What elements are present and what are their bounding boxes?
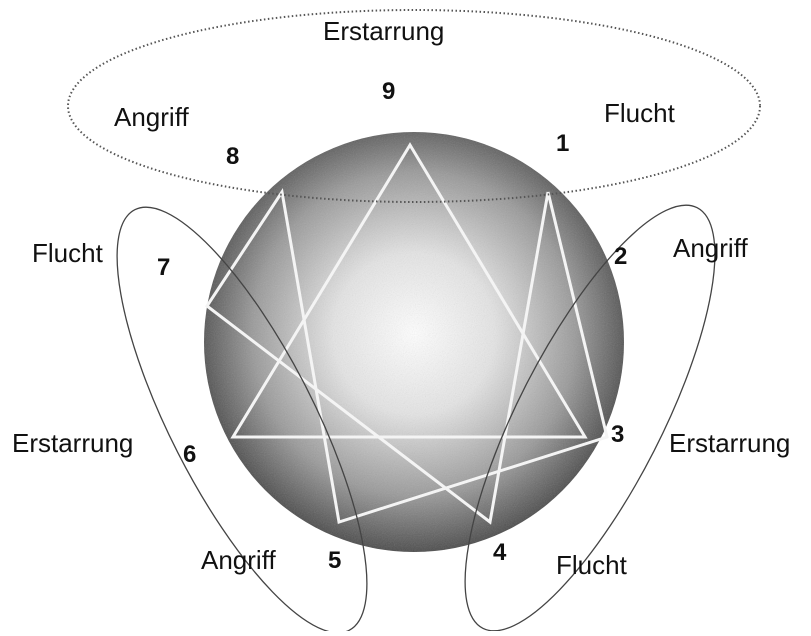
- left-group-top-label: Flucht: [32, 240, 103, 266]
- right-group-bottom-label: Flucht: [556, 552, 627, 578]
- point-number-8: 8: [226, 145, 239, 169]
- point-number-9: 9: [382, 80, 395, 104]
- top-group-right-label: Flucht: [604, 100, 675, 126]
- point-number-3: 3: [611, 423, 624, 447]
- top-group-left-label: Angriff: [114, 104, 189, 130]
- top-group-center-label: Erstarrung: [323, 18, 444, 44]
- point-number-5: 5: [328, 549, 341, 573]
- point-number-4: 4: [493, 541, 506, 565]
- right-group-middle-label: Erstarrung: [669, 430, 790, 456]
- right-group-top-label: Angriff: [673, 235, 748, 261]
- point-number-2: 2: [614, 245, 627, 269]
- point-number-1: 1: [556, 132, 569, 156]
- point-number-6: 6: [183, 443, 196, 467]
- point-number-7: 7: [157, 256, 170, 280]
- left-group-bottom-label: Angriff: [201, 547, 276, 573]
- circle-texture: [204, 132, 624, 552]
- left-group-middle-label: Erstarrung: [12, 430, 133, 456]
